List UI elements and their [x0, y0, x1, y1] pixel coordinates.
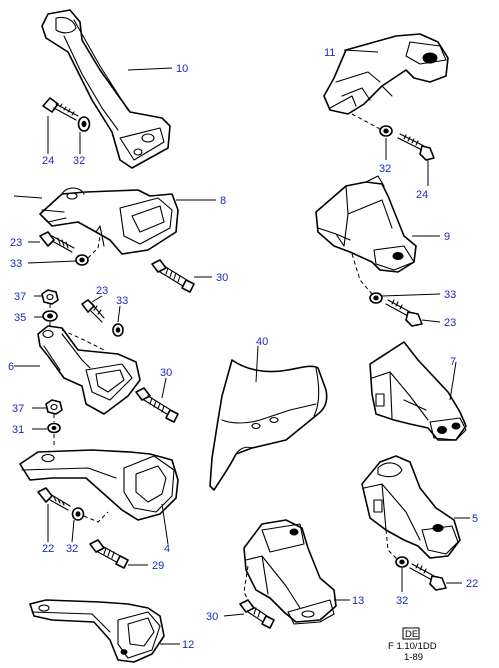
washer-33-mid — [112, 323, 124, 337]
engine-mount-bracket-10 — [41, 9, 171, 169]
bolt-24-upper-right — [397, 133, 435, 161]
callout-32-upper-right: 32 — [379, 163, 391, 175]
engine-mount-bracket-12 — [29, 599, 165, 663]
callout-30-upper: 30 — [216, 272, 228, 284]
callout-32-upper-left: 32 — [73, 155, 85, 167]
heat-shield-40 — [209, 359, 328, 491]
bolt-23-part8 — [39, 231, 75, 253]
callout-23-part8: 23 — [10, 237, 22, 249]
callout-37-lower: 37 — [12, 403, 24, 415]
callout-9: 9 — [444, 231, 450, 243]
plate-code-line2: 1-89 — [404, 652, 423, 663]
bolt-22-left — [37, 487, 71, 511]
washer-32-upper-left — [77, 116, 91, 132]
callout-7: 7 — [450, 356, 456, 368]
engine-mount-bracket-11 — [323, 33, 449, 115]
plate-code-box: DE — [405, 629, 418, 640]
callout-30-mid: 30 — [160, 367, 172, 379]
engine-mount-bracket-7 — [369, 341, 467, 441]
washer-35 — [42, 310, 58, 322]
callout-23-part9: 23 — [444, 317, 456, 329]
stud-30-upper — [151, 259, 195, 293]
callout-22-left: 22 — [42, 543, 54, 555]
callout-37-upper: 37 — [14, 291, 26, 303]
stud-29 — [89, 539, 129, 569]
callout-30-lower: 30 — [206, 611, 218, 623]
plate-code: DE F 1.10/1DD 1-89 — [388, 627, 437, 663]
engine-mount-bracket-5 — [361, 455, 461, 559]
callout-12: 12 — [182, 639, 194, 651]
stud-30-lower — [239, 599, 275, 629]
callout-23-mid: 23 — [96, 285, 108, 297]
engine-mount-bracket-9 — [315, 175, 417, 273]
engine-mount-bracket-8 — [39, 187, 179, 255]
washer-32-upper-right — [379, 125, 393, 137]
nut-37-upper — [41, 289, 59, 305]
callout-35: 35 — [14, 312, 26, 324]
bolt-23-mid — [81, 299, 105, 323]
callout-4: 4 — [164, 543, 170, 555]
bolt-24-upper-left — [42, 97, 79, 121]
callout-11: 11 — [324, 47, 335, 59]
plate-code-line1: F 1.10/1DD — [388, 641, 437, 652]
callout-33-mid: 33 — [116, 295, 128, 307]
callout-6: 6 — [8, 361, 14, 373]
callout-40: 40 — [256, 336, 268, 348]
washer-33-part9 — [369, 292, 383, 304]
callout-13: 13 — [352, 595, 364, 607]
callout-29: 29 — [152, 560, 164, 572]
washer-32-left — [71, 507, 85, 521]
callout-10: 10 — [176, 63, 188, 75]
washer-32-right — [395, 556, 409, 568]
callout-24-upper-right: 24 — [416, 189, 428, 201]
bolt-23-part9 — [385, 299, 423, 327]
nut-37-lower — [45, 399, 63, 415]
callout-31: 31 — [12, 424, 24, 436]
callout-24-upper-left: 24 — [42, 155, 54, 167]
engine-mount-bracket-6 — [37, 325, 141, 415]
bolt-22-right — [409, 563, 447, 591]
callout-32-left: 32 — [66, 543, 78, 555]
callout-22-right: 22 — [466, 578, 478, 590]
engine-mount-bracket-13 — [243, 519, 337, 625]
washer-31 — [47, 422, 61, 434]
stud-30-mid — [135, 387, 179, 423]
callout-5: 5 — [472, 513, 478, 525]
callout-33-part8: 33 — [10, 258, 22, 270]
engine-mount-bracket-4 — [19, 449, 179, 521]
callout-33-part9: 33 — [444, 289, 456, 301]
washer-33-part8 — [75, 254, 89, 266]
callout-8: 8 — [220, 195, 226, 207]
callout-32-right: 32 — [396, 595, 408, 607]
